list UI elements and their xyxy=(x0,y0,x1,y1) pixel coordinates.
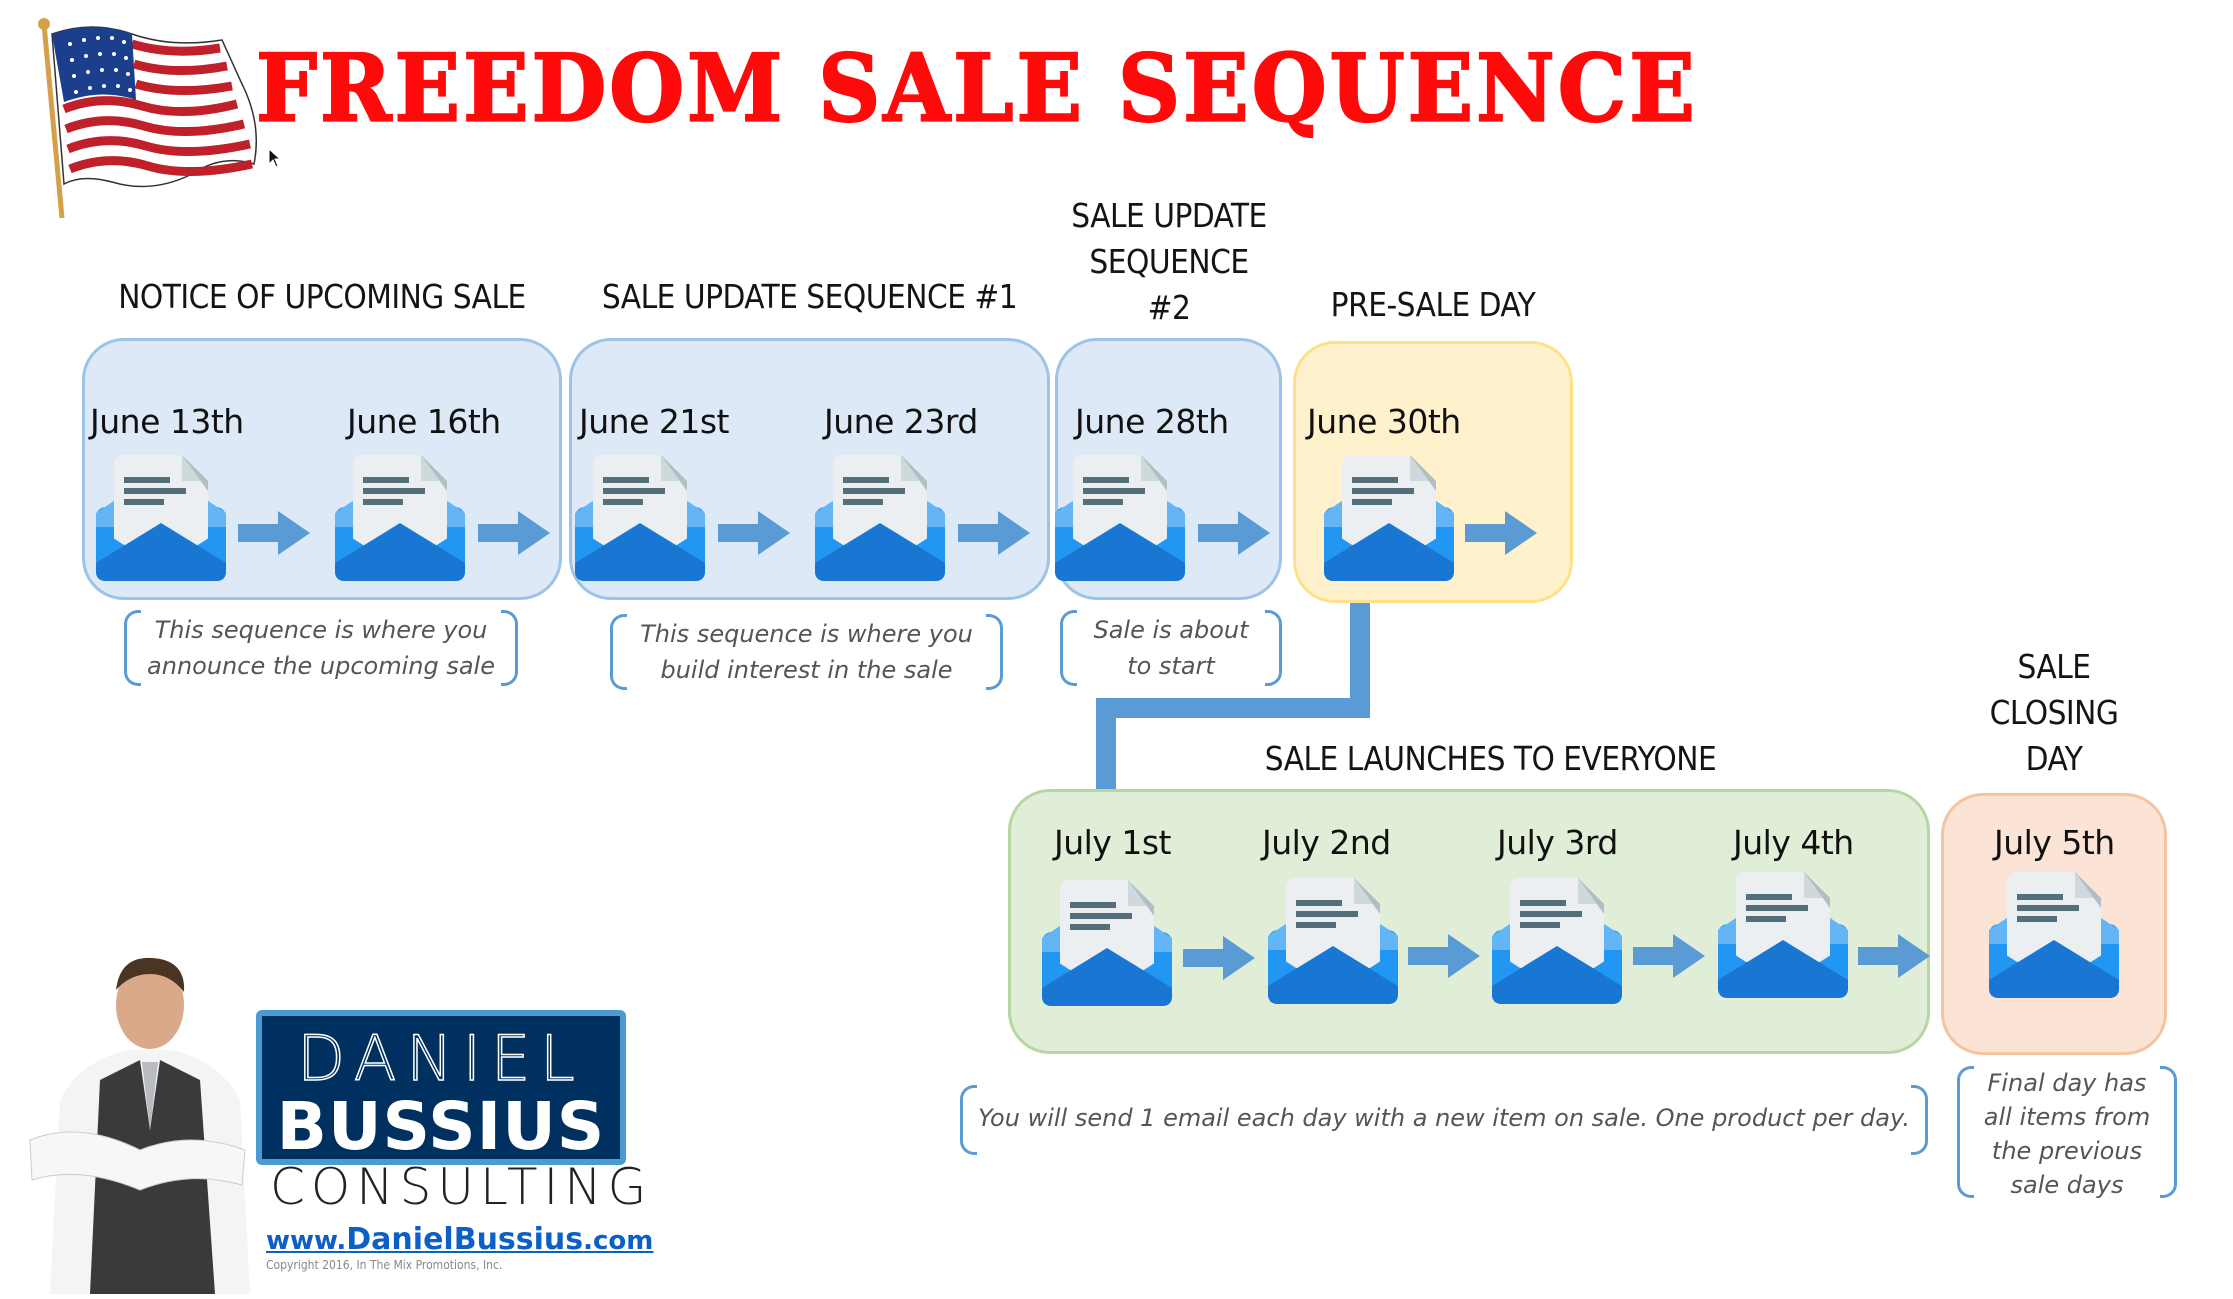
date-label: June 23rd xyxy=(824,402,978,441)
email-icon xyxy=(1042,880,1172,1006)
arrow-right-icon xyxy=(1633,934,1705,978)
arrow-right-icon xyxy=(1858,934,1930,978)
email-icon xyxy=(1718,872,1848,998)
date-label: June 13th xyxy=(90,402,244,441)
caption-update-2: Sale is about to start xyxy=(1060,610,1282,686)
email-icon xyxy=(1989,872,2119,998)
email-icon xyxy=(1324,455,1454,581)
arrow-right-icon xyxy=(1183,936,1255,980)
arrow-right-icon xyxy=(478,511,550,555)
email-icon xyxy=(575,455,705,581)
page-title: FREEDOM SALE SEQUENCE xyxy=(255,33,1698,144)
arrow-right-icon xyxy=(1465,511,1537,555)
email-icon xyxy=(1268,878,1398,1004)
label-update-1: SALE UPDATE SEQUENCE #1 xyxy=(601,277,1018,316)
caption-closing: Final day has all items from the previou… xyxy=(1957,1066,2177,1199)
email-icon xyxy=(1055,455,1185,581)
website-link[interactable]: www.DanielBussius.com xyxy=(266,1222,654,1257)
date-label: June 16th xyxy=(347,402,501,441)
brand-tagline: CONSULTING xyxy=(270,1158,653,1216)
date-label: July 5th xyxy=(1994,823,2115,862)
mouse-cursor-icon xyxy=(268,147,282,168)
label-closing: SALE CLOSING DAY xyxy=(1989,647,2119,778)
connector-line xyxy=(1096,698,1370,718)
date-label: July 2nd xyxy=(1262,823,1391,862)
label-presale: PRE-SALE DAY xyxy=(1330,285,1536,324)
label-launch: SALE LAUNCHES TO EVERYONE xyxy=(1264,739,1717,778)
date-label: June 28th xyxy=(1075,402,1229,441)
date-label: July 1st xyxy=(1054,823,1171,862)
arrow-right-icon xyxy=(238,511,310,555)
email-icon xyxy=(1492,878,1622,1004)
date-label: June 21st xyxy=(579,402,729,441)
label-notice: NOTICE OF UPCOMING SALE xyxy=(118,277,526,316)
presenter-photo xyxy=(20,950,260,1294)
connector-line xyxy=(1096,698,1116,791)
brand-logo: DANIEL BUSSIUS xyxy=(256,1010,626,1165)
arrow-right-icon xyxy=(958,511,1030,555)
copyright-text: Copyright 2016, In The Mix Promotions, I… xyxy=(266,1258,503,1272)
date-label: July 3rd xyxy=(1497,823,1618,862)
date-label: June 30th xyxy=(1307,402,1461,441)
arrow-right-icon xyxy=(718,511,790,555)
connector-line xyxy=(1350,602,1370,718)
caption-update-1: This sequence is where you build interes… xyxy=(610,614,1003,690)
email-icon xyxy=(335,455,465,581)
label-update-2: SALE UPDATE SEQUENCE #2 xyxy=(1071,196,1267,327)
date-label: July 4th xyxy=(1733,823,1854,862)
email-icon xyxy=(96,455,226,581)
email-icon xyxy=(815,455,945,581)
caption-launch: You will send 1 email each day with a ne… xyxy=(960,1085,1928,1155)
arrow-right-icon xyxy=(1198,511,1270,555)
caption-notice: This sequence is where you announce the … xyxy=(124,610,518,686)
us-flag-icon xyxy=(22,14,272,219)
arrow-right-icon xyxy=(1408,934,1480,978)
